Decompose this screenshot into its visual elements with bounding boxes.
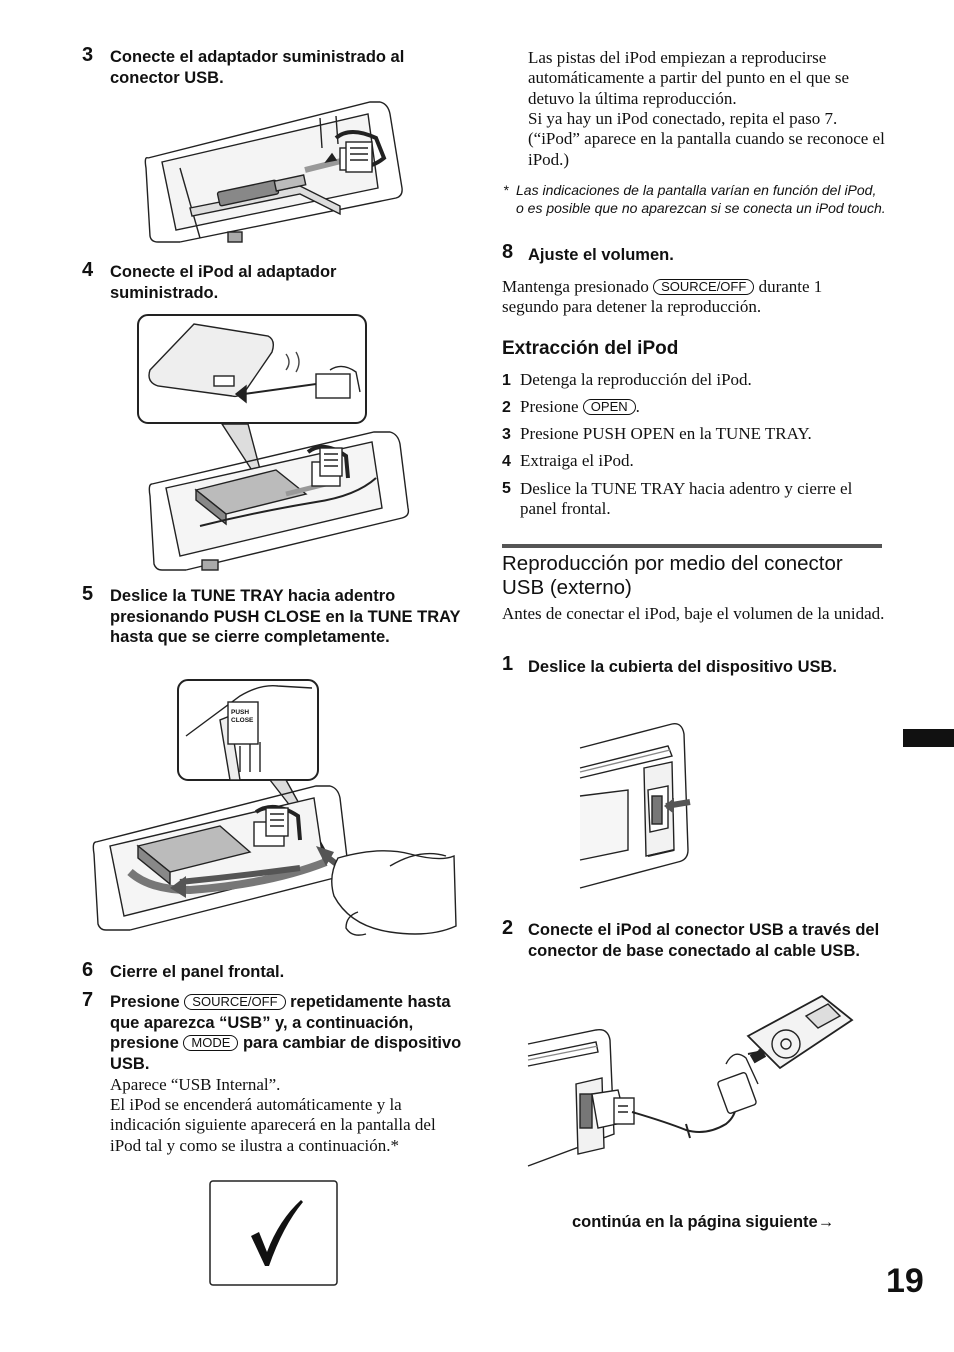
extract-item: 5 Deslice la TUNE TRAY hacia adentro y ci… [502, 479, 887, 520]
extract-item: 2 Presione OPEN. [502, 397, 887, 424]
open-button-label: OPEN [582, 399, 636, 415]
step-5-number: 5 [82, 583, 94, 605]
ipod-usb-connection-illustration [526, 994, 860, 1172]
usb-step-2-number: 2 [502, 917, 514, 939]
usb-section-title: Reproducción por medio del conector USB … [502, 552, 843, 599]
right-arrow-icon: → [817, 1213, 835, 1231]
continue-text: continúa en la página siguiente [572, 1213, 818, 1231]
push-close-label-line-2: CLOSE [231, 717, 254, 724]
extract-item-post: . [635, 397, 640, 416]
extract-item: 1 Detenga la reproducción del iPod. [502, 370, 887, 397]
extract-item-text: Presione PUSH OPEN en la TUNE TRAY. [520, 424, 812, 443]
step-7-body-2: El iPod se encenderá automáticamente y l… [110, 1095, 436, 1155]
note-text: Las indicaciones de la pantalla varían e… [516, 182, 886, 216]
right-intro: Las pistas del iPod empiezan a reproduci… [528, 48, 849, 108]
extract-item: 4 Extraiga el iPod. [502, 451, 887, 479]
extract-item-text: Extraiga el iPod. [520, 451, 634, 470]
hold-post: durante 1 segundo para detener la reprod… [502, 277, 823, 317]
extract-item-text: Detenga la reproducción del iPod. [520, 370, 752, 389]
step-7-post: para cambiar de dispositivo USB. [110, 1034, 462, 1073]
section-divider [502, 544, 882, 548]
extract-item-number: 4 [502, 453, 511, 470]
step-6-number: 6 [82, 959, 94, 981]
step-3-text: Conecte el adaptador suministrado al con… [110, 48, 405, 87]
source-off-button-label: SOURCE/OFF [184, 994, 286, 1010]
step-7-mid: repetidamente hasta que aparezca “USB” y… [110, 993, 451, 1052]
step-8-text: Ajuste el volumen. [528, 246, 674, 264]
continue-note: continúa en la página siguiente→ [572, 1213, 834, 1232]
step-3-number: 3 [82, 44, 94, 66]
hold-source-off-button-label: SOURCE/OFF [653, 279, 755, 295]
push-close-label-line-1: PUSH [231, 709, 249, 716]
extract-item-text: Deslice la TUNE TRAY hacia adentro y cie… [520, 479, 853, 519]
step-7-text: Presione SOURCE/OFF repetidamente hasta … [110, 992, 470, 1074]
extract-title: Extracción del iPod [502, 338, 679, 359]
extract-item-text: Presione [520, 397, 579, 416]
step-7-pre: Presione [110, 993, 180, 1011]
mode-button-label: MODE [183, 1035, 239, 1051]
right-intro-2: Si ya hay un iPod conectado, repita el p… [528, 109, 885, 169]
extract-item: 3 Presione PUSH OPEN en la TUNE TRAY. [502, 424, 887, 451]
step-6-text: Cierre el panel frontal. [110, 963, 285, 981]
extract-item-number: 2 [502, 399, 511, 416]
note-asterisk: * [503, 182, 509, 198]
extract-item-number: 5 [502, 480, 511, 497]
checkmark-icon [251, 1200, 303, 1266]
usb-step-2-text: Conecte el iPod al conector USB a través… [528, 921, 880, 960]
usb-step-1-text: Deslice la cubierta del dispositivo USB. [528, 658, 838, 676]
step-7-body-1: Aparece “USB Internal”. [110, 1075, 281, 1094]
usb-intro: Antes de conectar el iPod, baje el volum… [502, 604, 885, 623]
step-5-text: Deslice la TUNE TRAY hacia adentro presi… [110, 587, 461, 646]
step-5-illustration: PUSH CLOSE [90, 676, 470, 944]
usb-step-1-number: 1 [502, 653, 514, 675]
step-4-number: 4 [82, 259, 94, 281]
step-7-number: 7 [82, 989, 94, 1011]
step-4-illustration [136, 312, 416, 574]
side-tab-marker [903, 729, 954, 747]
step-4-text: Conecte el iPod al adaptador suministrad… [110, 263, 337, 302]
step-8-number: 8 [502, 241, 514, 263]
usb-cover-illustration [578, 720, 698, 896]
extract-item-number: 3 [502, 426, 511, 443]
hold-instruction: Mantenga presionado SOURCE/OFF durante 1… [502, 277, 882, 318]
extract-item-number: 1 [502, 372, 511, 389]
hold-pre: Mantenga presionado [502, 277, 649, 296]
step-3-illustration [140, 98, 410, 248]
ipod-screen-checkmark-illustration [209, 1180, 339, 1288]
page-number: 19 [886, 1262, 924, 1300]
